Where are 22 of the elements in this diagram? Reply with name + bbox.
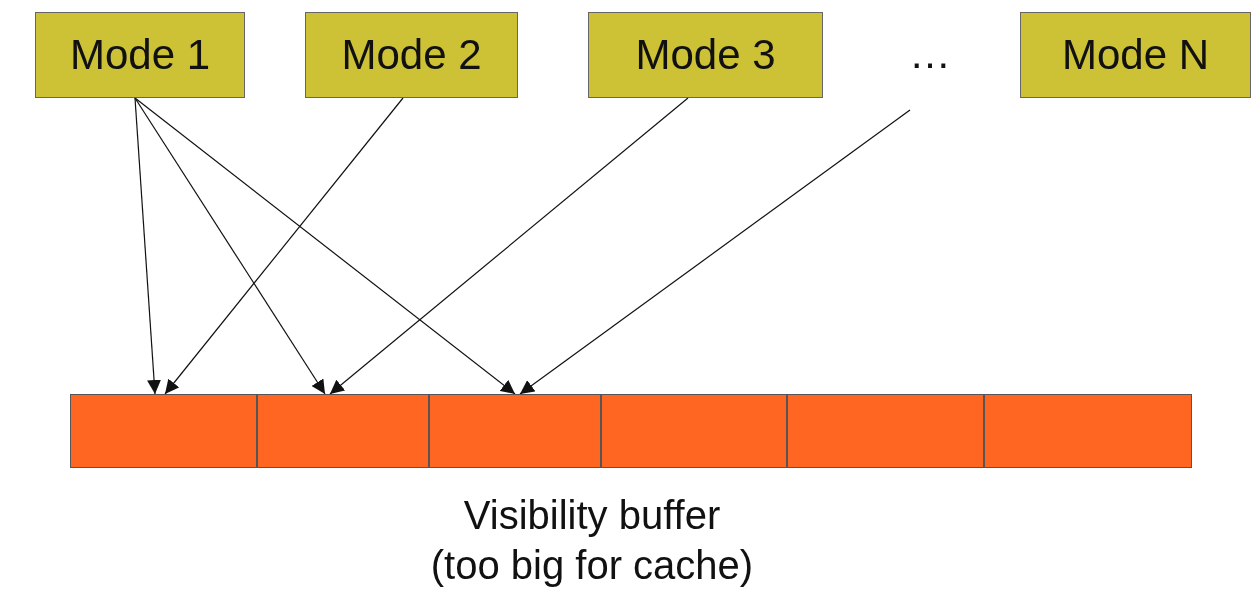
buffer-cell bbox=[601, 394, 787, 468]
arrow bbox=[134, 97, 326, 395]
mode-box bbox=[588, 12, 823, 98]
mode-box bbox=[35, 12, 245, 98]
node-label: Mode N bbox=[1061, 31, 1210, 79]
arrow bbox=[519, 109, 911, 395]
node-label: … bbox=[909, 30, 951, 78]
node-label: Mode 2 bbox=[341, 31, 482, 79]
buffer-cell bbox=[787, 394, 984, 468]
node-label: Mode 1 bbox=[69, 31, 211, 79]
mode-box bbox=[1020, 12, 1251, 98]
arrow bbox=[134, 97, 162, 395]
buffer-cell bbox=[257, 394, 429, 468]
buffer-cell bbox=[70, 394, 257, 468]
caption-text: Visibility buffer (too big for cache) bbox=[429, 492, 755, 589]
arrow bbox=[164, 97, 404, 395]
arrow bbox=[134, 97, 516, 395]
buffer-cell bbox=[984, 394, 1192, 468]
arrow bbox=[329, 97, 689, 395]
mode-box bbox=[305, 12, 518, 98]
buffer-cell bbox=[429, 394, 601, 468]
node-label: Mode 3 bbox=[635, 31, 776, 79]
